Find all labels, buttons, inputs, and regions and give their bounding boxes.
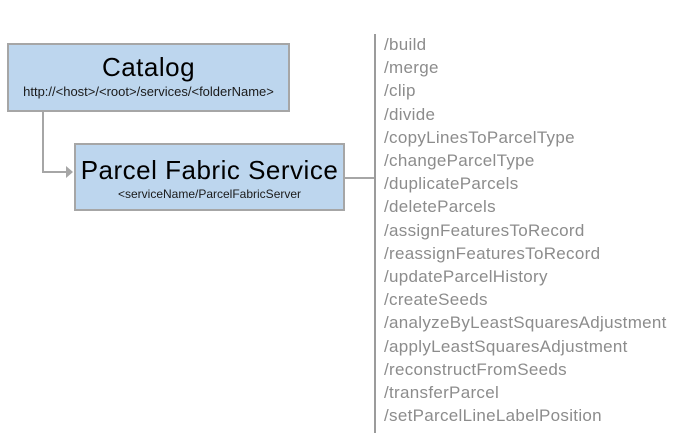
service-to-list-connector bbox=[345, 177, 374, 179]
endpoint-item: /reconstructFromSeeds bbox=[384, 359, 567, 379]
parcel-fabric-service-url: <serviceName/ParcelFabricServer bbox=[117, 187, 302, 201]
endpoint-item: /createSeeds bbox=[384, 290, 488, 310]
separator-line bbox=[374, 34, 376, 433]
endpoint-item: /merge bbox=[384, 58, 439, 78]
connector-vertical-segment bbox=[42, 112, 44, 173]
endpoint-item: /deleteParcels bbox=[384, 197, 496, 217]
endpoint-item: /build bbox=[384, 35, 427, 54]
arrowhead-icon bbox=[66, 166, 73, 178]
endpoint-list: /build/merge/clip/divide/copyLinesToParc… bbox=[384, 33, 684, 427]
catalog-node: Catalog http://<host>/<root>/services/<f… bbox=[7, 43, 290, 112]
endpoint-item: /assignFeaturesToRecord bbox=[384, 220, 585, 240]
endpoint-item: /analyzeByLeastSquaresAdjustment bbox=[384, 313, 667, 333]
endpoint-item: /reassignFeaturesToRecord bbox=[384, 243, 601, 263]
endpoint-item: /changeParcelType bbox=[384, 151, 535, 171]
endpoint-item: /updateParcelHistory bbox=[384, 267, 548, 287]
endpoint-item: /setParcelLineLabelPosition bbox=[384, 406, 602, 426]
endpoint-item: /applyLeastSquaresAdjustment bbox=[384, 336, 628, 356]
parcel-fabric-service-node: Parcel Fabric Service <serviceName/Parce… bbox=[74, 143, 345, 211]
endpoint-item: /copyLinesToParcelType bbox=[384, 127, 575, 147]
endpoint-item: /divide bbox=[384, 104, 436, 124]
endpoint-item: /transferParcel bbox=[384, 383, 500, 403]
endpoint-item: /duplicateParcels bbox=[384, 174, 519, 194]
parcel-fabric-service-title: Parcel Fabric Service bbox=[80, 155, 339, 185]
catalog-title: Catalog bbox=[101, 52, 196, 82]
endpoint-item: /clip bbox=[384, 81, 416, 101]
connector-horizontal-segment bbox=[42, 171, 67, 173]
catalog-url: http://<host>/<root>/services/<folderNam… bbox=[23, 84, 274, 99]
